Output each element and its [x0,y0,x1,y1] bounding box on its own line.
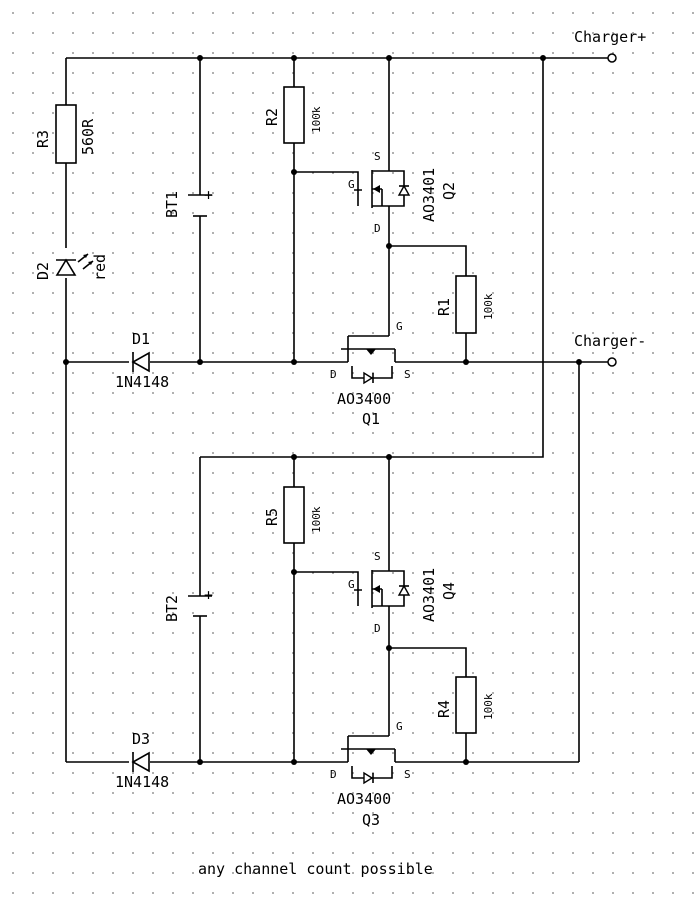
r4-ref: R4 [435,700,453,718]
resistor-r3: R3 560R [34,104,97,164]
r3-ref: R3 [34,130,52,148]
bt2-ref: BT2 [163,595,181,622]
d2-ref: D2 [34,262,52,280]
q2-pin-s: S [374,150,381,163]
led-d2: D2 red [34,253,109,281]
footer-note: any channel count possible [198,860,433,878]
r1-ref: R1 [435,298,453,316]
battery-bt2: + BT2 [163,586,213,622]
d3-ref: D3 [132,730,150,748]
bt1-plus: + [204,186,213,204]
diode-d3: D3 1N4148 [115,730,169,791]
charger-plus-terminal: Charger+ [574,28,646,63]
mosfet-q3: G D S AO3400 Q3 [330,720,411,829]
q1-pin-d: D [330,368,337,381]
r2-value: 100k [310,106,323,133]
q3-pin-g: G [396,720,403,733]
q4-part: AO3401 [420,568,438,622]
resistor-r1: R1 100k [435,275,495,334]
r5-value: 100k [310,506,323,533]
q3-pin-d: D [330,768,337,781]
mosfet-q1: G D S AO3400 Q1 [330,320,411,428]
d1-value: 1N4148 [115,373,169,391]
bt2-plus: + [204,586,213,604]
resistor-r5: R5 100k [263,486,323,544]
r3-value: 560R [79,118,97,155]
d2-value: red [91,254,109,281]
mosfet-q4: S G D AO3401 Q4 [348,550,458,635]
charger-minus-terminal: Charger- [574,332,646,367]
q4-pin-g: G [348,578,355,591]
q2-part: AO3401 [420,168,438,222]
q3-ref: Q3 [362,811,380,829]
mosfet-q2: S G D AO3401 Q2 [348,150,458,235]
charger-minus-label: Charger- [574,332,646,350]
junction-dots [63,55,582,765]
q2-pin-g: G [348,178,355,191]
q4-pin-d: D [374,622,381,635]
bt1-ref: BT1 [163,191,181,218]
r5-ref: R5 [263,508,281,526]
q4-ref: Q4 [440,582,458,600]
resistor-r2: R2 100k [263,86,323,144]
charger-plus-label: Charger+ [574,28,646,46]
resistor-r4: R4 100k [435,676,495,734]
diode-d1: D1 1N4148 [115,330,169,391]
d1-ref: D1 [132,330,150,348]
r2-ref: R2 [263,108,281,126]
q3-pin-s: S [404,768,411,781]
q1-ref: Q1 [362,410,380,428]
q4-pin-s: S [374,550,381,563]
q2-pin-d: D [374,222,381,235]
q1-part: AO3400 [337,390,391,408]
q2-ref: Q2 [440,182,458,200]
r1-value: 100k [482,293,495,320]
q1-pin-s: S [404,368,411,381]
q1-pin-g: G [396,320,403,333]
q3-part: AO3400 [337,790,391,808]
d3-value: 1N4148 [115,773,169,791]
wires [65,57,612,763]
battery-bt1: + BT1 [163,186,213,218]
r4-value: 100k [482,693,495,720]
